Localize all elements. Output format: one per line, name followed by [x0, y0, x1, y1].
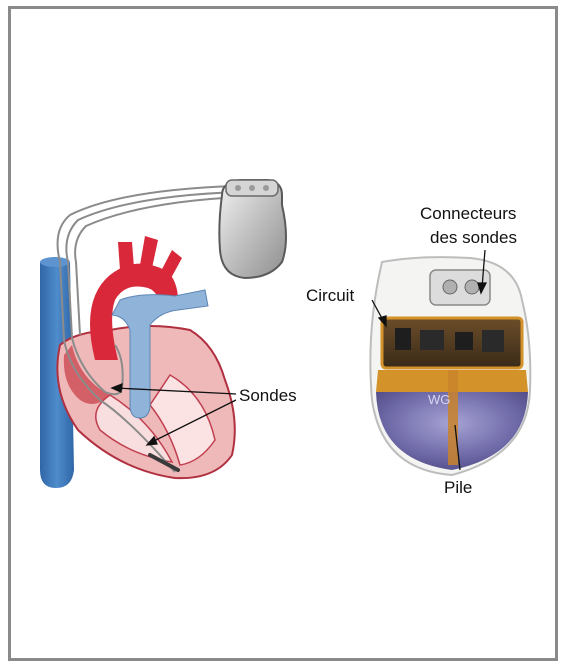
- leads-label: Sondes: [239, 386, 297, 406]
- battery-marking: WG: [428, 392, 450, 407]
- connectors-label-line2: des sondes: [430, 228, 517, 248]
- circuit-label: Circuit: [306, 286, 354, 306]
- connectors-label-line1: Connecteurs: [420, 204, 516, 224]
- heart-diagram: [40, 180, 286, 488]
- pacemaker-internal-view: WG: [370, 250, 530, 475]
- pacemaker-can: [219, 180, 286, 278]
- battery-label: Pile: [444, 478, 472, 498]
